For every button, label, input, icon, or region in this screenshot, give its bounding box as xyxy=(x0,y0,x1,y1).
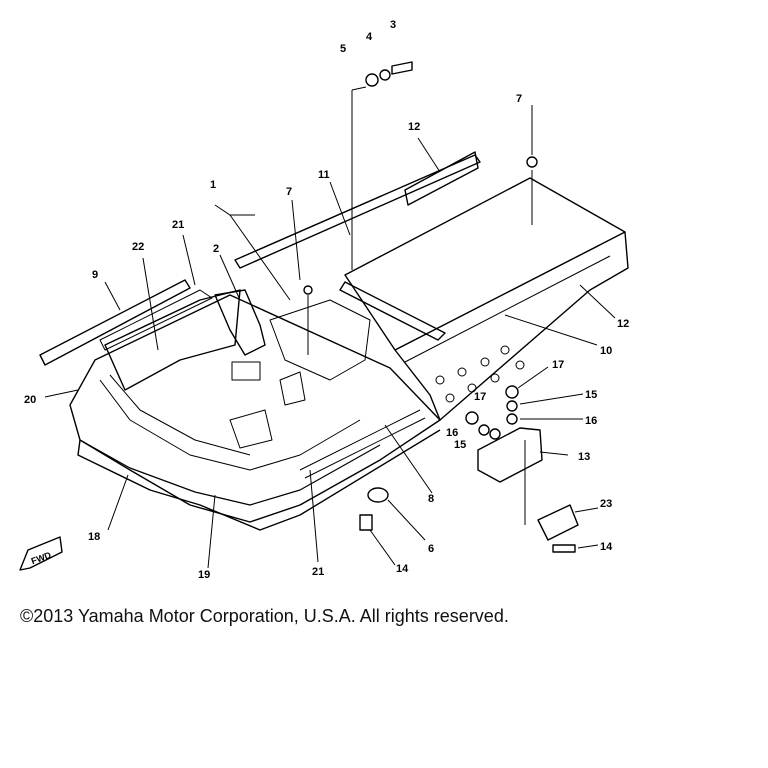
cross-member xyxy=(339,281,446,341)
fwd-arrow-icon xyxy=(19,536,63,571)
bracket-13 xyxy=(477,427,543,483)
callout-20: 20 xyxy=(24,394,36,406)
callout-23: 23 xyxy=(600,498,612,510)
callout-13: 13 xyxy=(578,451,590,463)
callout-16b: 16 xyxy=(585,415,597,427)
callout-19: 19 xyxy=(198,569,210,581)
callout-17a: 17 xyxy=(474,391,486,403)
callout-11: 11 xyxy=(318,169,330,181)
callout-7a: 7 xyxy=(286,186,292,198)
callout-16a: 16 xyxy=(446,427,458,439)
nut-5 xyxy=(365,73,379,87)
callout-18: 18 xyxy=(88,531,100,543)
callout-12a: 12 xyxy=(408,121,420,133)
callout-7b: 7 xyxy=(516,93,522,105)
callout-15a: 15 xyxy=(454,439,466,451)
callout-6: 6 xyxy=(428,543,434,555)
parts-diagram: 1 2 3 4 5 6 7 7 8 9 10 11 12 12 13 14 14… xyxy=(19,19,629,581)
copyright-notice: ©2013 Yamaha Motor Corporation, U.S.A. A… xyxy=(20,606,509,626)
callout-1: 1 xyxy=(210,179,216,191)
callout-2: 2 xyxy=(213,243,219,255)
callout-14b: 14 xyxy=(600,541,613,553)
dash-bracket xyxy=(214,289,266,356)
bracket-23 xyxy=(537,504,579,541)
stripe-top xyxy=(234,154,481,269)
callout-3: 3 xyxy=(390,19,396,31)
front-pan xyxy=(69,294,441,523)
washer-4 xyxy=(379,69,391,81)
inner-wall-left xyxy=(104,289,241,391)
hull-bottom xyxy=(77,429,441,531)
cap-6 xyxy=(367,487,389,503)
callout-15b: 15 xyxy=(585,389,597,401)
callout-4: 4 xyxy=(366,31,373,43)
callout-8: 8 xyxy=(428,493,434,505)
callout-9: 9 xyxy=(92,269,98,281)
callout-12b: 12 xyxy=(617,318,629,330)
bolt-14-right xyxy=(552,544,576,553)
callout-22: 22 xyxy=(132,241,144,253)
bolt-3 xyxy=(391,61,413,75)
callout-5: 5 xyxy=(340,43,346,55)
callout-14a: 14 xyxy=(396,563,409,575)
callout-21b: 21 xyxy=(312,566,324,578)
stripe-left xyxy=(39,279,191,366)
bolt-14-left xyxy=(359,514,373,531)
callout-21a: 21 xyxy=(172,219,184,231)
decal-top xyxy=(404,151,479,206)
tunnel-side xyxy=(394,231,629,421)
fwd-label: FWD xyxy=(30,550,53,567)
callout-17b: 17 xyxy=(552,359,564,371)
callout-10: 10 xyxy=(600,345,612,357)
